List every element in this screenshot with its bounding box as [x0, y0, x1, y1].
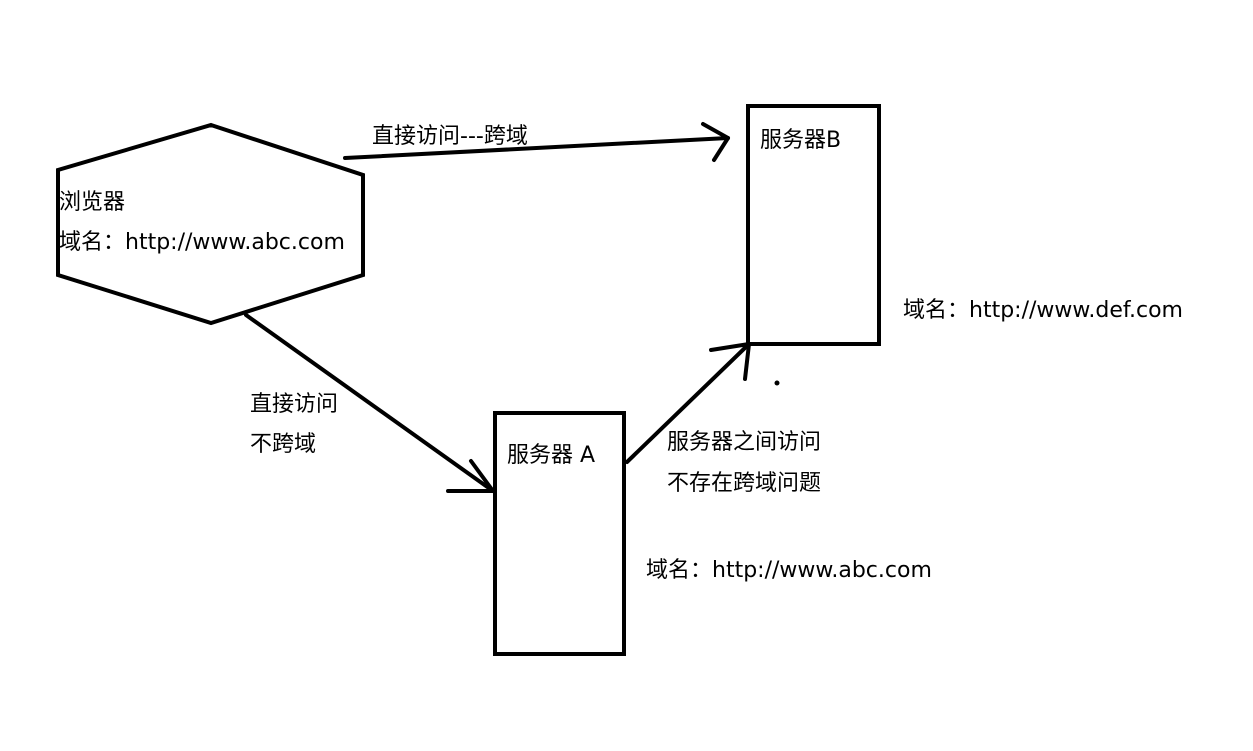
edge-browser-to-server-b-label: 直接访问---跨域	[372, 124, 528, 149]
server-b-node-shape	[746, 104, 881, 346]
browser-domain: 域名：http://www.abc.com	[59, 230, 345, 255]
edge-browser-to-server-a	[244, 313, 495, 493]
edge-browser-to-server-a-line	[244, 313, 495, 493]
stray-dot	[774, 380, 780, 386]
arrowhead-server-a-icon	[446, 459, 495, 493]
edge-server-a-to-server-b	[625, 342, 751, 464]
edge-browser-to-server-b	[343, 122, 730, 162]
edge-browser-to-server-a-label-line1: 直接访问	[250, 392, 339, 417]
arrowhead-server-b-icon	[701, 122, 730, 162]
edge-a-to-b-label-line1: 服务器之间访问	[667, 430, 822, 455]
arrowhead-a-to-b-icon	[709, 342, 751, 381]
edge-browser-to-server-a-label-line2: 不跨域	[250, 432, 317, 457]
browser-title: 浏览器	[59, 190, 126, 215]
server-a-domain: 域名：http://www.abc.com	[646, 558, 932, 583]
edge-browser-to-server-b-line	[343, 136, 730, 160]
server-a-node-shape	[493, 411, 626, 656]
edge-server-a-to-server-b-line	[625, 342, 751, 464]
server-b-domain: 域名：http://www.def.com	[903, 298, 1183, 323]
browser-node-shape	[56, 122, 365, 326]
edge-a-to-b-label-line2: 不存在跨域问题	[667, 471, 822, 496]
server-b-title: 服务器B	[760, 128, 842, 153]
server-a-title: 服务器 A	[507, 443, 596, 468]
